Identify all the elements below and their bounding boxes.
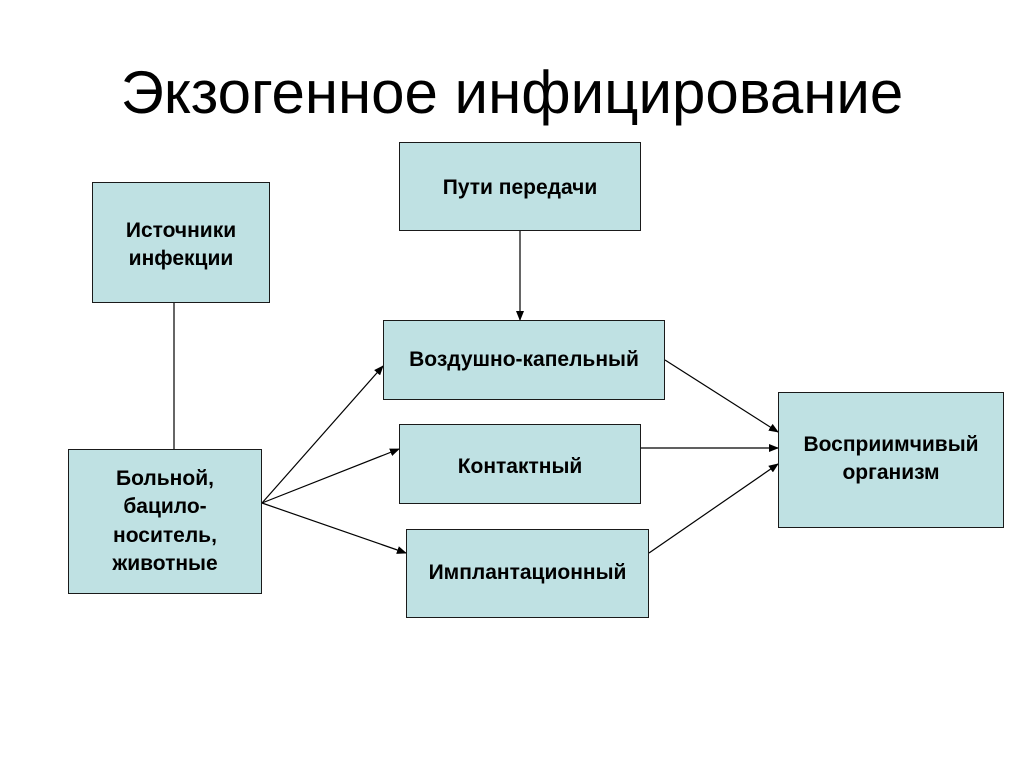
box-airborne-route: Воздушно-капельный [383, 320, 665, 400]
arrow-patient-to-implant [261, 502, 407, 554]
box-contact-route: Контактный [399, 424, 641, 504]
arrow-implant-to-host [648, 463, 779, 554]
box-implantation-route: Имплантационный [406, 529, 649, 618]
box-patient-carrier-animals: Больной, бацило- носитель, животные [68, 449, 262, 594]
arrow-patient-to-contact [261, 448, 400, 504]
arrow-airborne-to-host [664, 359, 779, 433]
arrow-patient-to-airborne [261, 365, 384, 504]
box-susceptible-host: Восприимчивый организм [778, 392, 1004, 528]
box-infection-sources: Источники инфекции [92, 182, 270, 303]
box-transmission-routes: Пути передачи [399, 142, 641, 231]
page-title: Экзогенное инфицирование [120, 59, 904, 126]
